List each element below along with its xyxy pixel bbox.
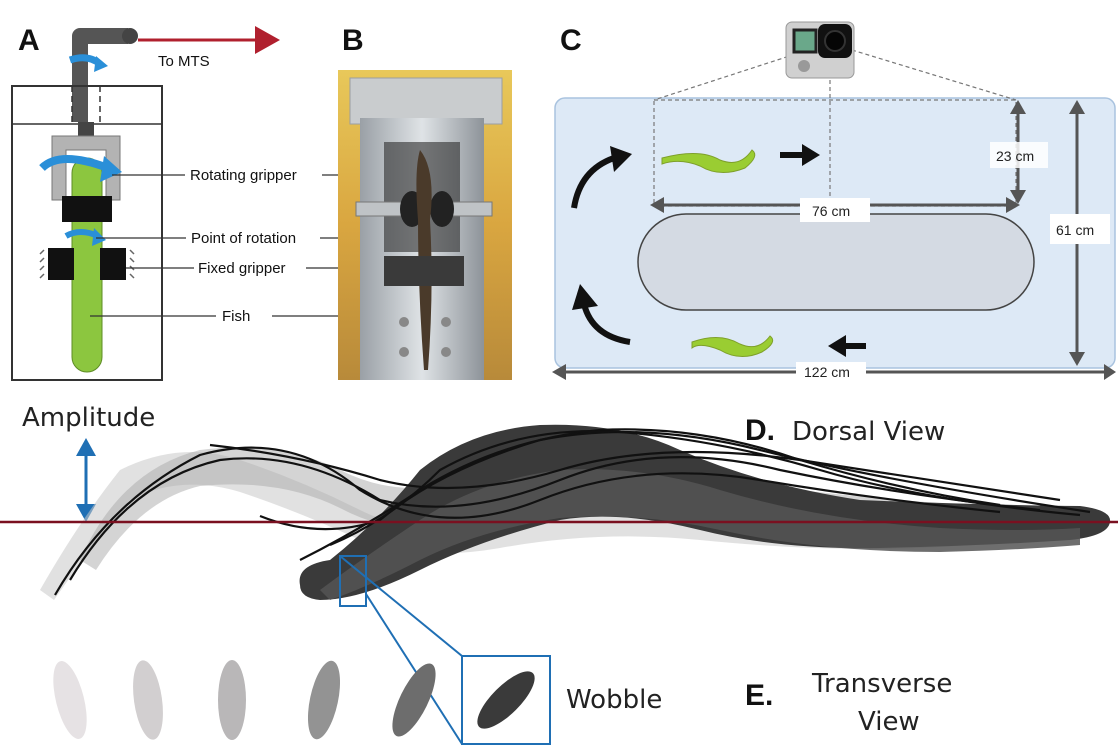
label-rotating-gripper: Rotating gripper [190, 167, 297, 184]
fixed-gripper-photo [384, 256, 464, 286]
dorsal-view-title: Dorsal View [792, 417, 945, 447]
panel-c-letter: C [560, 24, 582, 57]
fish-silhouette-ghost [80, 447, 1100, 570]
cross-section-enlarged [477, 671, 535, 729]
panel-c: C [552, 21, 1116, 382]
midline-traces [54, 428, 1091, 596]
fish-silhouette-mid [320, 469, 1080, 600]
flow-arrow-icon [571, 146, 632, 209]
amplitude-label: Amplitude [22, 403, 155, 433]
flow-arrow-icon [828, 335, 866, 357]
dimension-61cm: 61 cm [1056, 222, 1094, 238]
panel-a: A To MTS [11, 24, 420, 381]
panel-d-letter: D. [745, 414, 775, 447]
panel-b-letter: B [342, 24, 364, 57]
swimming-fish-top [661, 149, 756, 173]
fish-body [71, 157, 103, 373]
clockwise-rotation-arrow-icon [68, 54, 108, 72]
label-point-of-rotation: Point of rotation [191, 230, 296, 247]
label-fish: Fish [222, 308, 250, 325]
flow-arrow-icon [572, 284, 631, 345]
clockwise-rotation-arrow-icon [39, 155, 122, 182]
transverse-view-title-line2: View [858, 707, 920, 737]
transverse-view-title-line1: Transverse [811, 669, 952, 699]
cross-section [392, 663, 436, 737]
dimension-23cm: 23 cm [996, 148, 1034, 164]
dimension-76cm: 76 cm [812, 203, 850, 219]
tank-center-island [637, 213, 1035, 311]
callout-box-small [339, 555, 367, 607]
cross-section [133, 660, 163, 740]
cross-section [218, 660, 246, 740]
cross-section [53, 661, 87, 739]
clockwise-rotation-arrow-icon [64, 228, 106, 246]
dimension-122cm: 122 cm [804, 364, 850, 380]
camera-icon [785, 21, 855, 79]
housing-box [11, 85, 163, 381]
panel-e-letter: E. [745, 679, 773, 712]
connector-end [122, 28, 138, 44]
fixed-gripper [39, 248, 135, 280]
panel-e: Wobble E. Transverse View [53, 555, 952, 745]
mts-connector-rod [72, 28, 128, 122]
wobble-label: Wobble [566, 685, 662, 715]
gripper-jaw-block [62, 196, 112, 222]
panel-a-letter: A [18, 24, 40, 57]
panel-b: B [338, 24, 512, 380]
cross-section [307, 660, 341, 740]
to-mts-label: To MTS [158, 53, 210, 70]
flow-arrow-icon [780, 144, 820, 166]
swimming-fish-bottom [691, 335, 774, 357]
panel-d: Amplitude D. Dorsal View [0, 403, 1118, 600]
label-fixed-gripper: Fixed gripper [198, 260, 286, 277]
to-mts-arrowhead [255, 26, 280, 54]
